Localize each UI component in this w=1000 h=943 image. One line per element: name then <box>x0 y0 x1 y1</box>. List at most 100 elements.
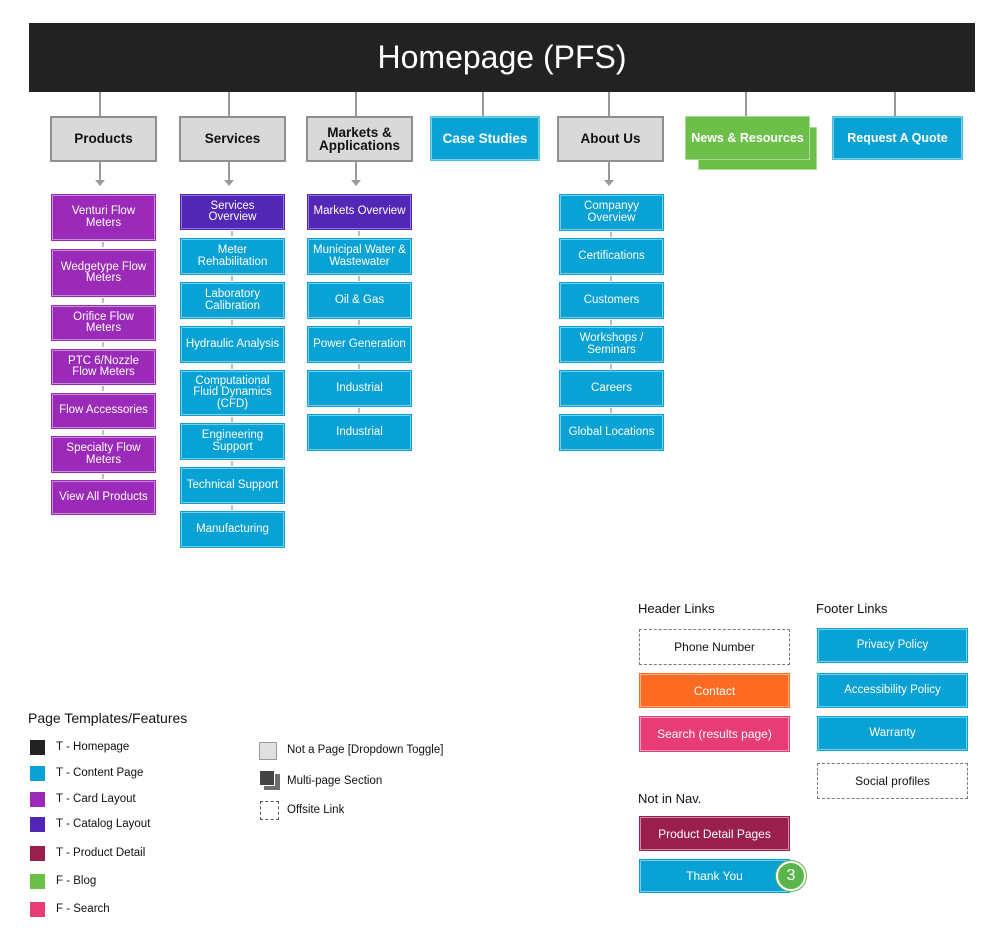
about-item[interactable]: Companyy Overview <box>559 194 664 231</box>
legend-swatch-catalog <box>30 817 45 832</box>
products-item-label: PTC 6/Nozzle Flow Meters <box>68 354 139 378</box>
markets-item[interactable]: Municipal Water & Wastewater <box>307 238 412 275</box>
products-item[interactable]: PTC 6/Nozzle Flow Meters <box>51 349 156 385</box>
multi-page-icon <box>259 770 275 786</box>
about-item[interactable]: Workshops / Seminars <box>559 326 664 363</box>
connector <box>610 408 612 413</box>
legend-label: T - Card Layout <box>56 793 136 805</box>
nav-markets-label: Markets & Applications <box>318 124 400 153</box>
connector <box>610 232 612 237</box>
products-item[interactable]: Orifice Flow Meters <box>51 305 156 341</box>
about-item-label: Global Locations <box>568 425 655 438</box>
about-item[interactable]: Careers <box>559 370 664 407</box>
header-link-phone[interactable]: Phone Number <box>639 629 790 665</box>
arrow-connector <box>608 162 610 182</box>
nav-case-studies[interactable]: Case Studies <box>430 116 540 161</box>
connector <box>102 474 104 479</box>
markets-item[interactable]: Markets Overview <box>307 194 412 230</box>
arrow-head-icon <box>95 180 105 186</box>
connector <box>482 92 484 116</box>
arrow-connector <box>228 162 230 182</box>
markets-item[interactable]: Power Generation <box>307 326 412 363</box>
products-item[interactable]: View All Products <box>51 480 156 515</box>
services-item[interactable]: Manufacturing <box>180 511 285 548</box>
nav-request-quote[interactable]: Request A Quote <box>832 116 963 160</box>
connector <box>231 364 233 369</box>
about-item[interactable]: Certifications <box>559 238 664 275</box>
connector <box>102 386 104 391</box>
services-item[interactable]: Technical Support <box>180 467 285 504</box>
about-item[interactable]: Global Locations <box>559 414 664 451</box>
nav-quote-label: Request A Quote <box>847 130 948 145</box>
markets-item-label: Industrial <box>336 381 383 394</box>
nav-news-resources[interactable]: News & Resources <box>685 116 810 160</box>
about-item[interactable]: Customers <box>559 282 664 319</box>
nav-services-label: Services <box>204 131 261 147</box>
about-item-label: Certifications <box>578 249 645 262</box>
legend-swatch-product-detail <box>30 846 45 861</box>
nav-products[interactable]: Products <box>50 116 157 162</box>
count-badge-label: 3 <box>786 867 796 884</box>
footer-link-warranty[interactable]: Warranty <box>817 716 968 751</box>
legend-title: Page Templates/Features <box>28 710 188 726</box>
connector <box>894 92 896 116</box>
connector <box>358 276 360 281</box>
legend-swatch-content <box>30 766 45 781</box>
footer-links-title: Footer Links <box>816 601 888 616</box>
nav-about[interactable]: About Us <box>557 116 664 162</box>
about-item-label: Careers <box>591 381 632 394</box>
markets-item[interactable]: Industrial <box>307 370 412 407</box>
products-item-label: Specialty Flow Meters <box>66 442 141 466</box>
nav-markets[interactable]: Markets & Applications <box>306 116 413 162</box>
connector <box>102 430 104 435</box>
nav-services[interactable]: Services <box>179 116 286 162</box>
connector <box>231 505 233 510</box>
legend-swatch-homepage <box>30 740 45 755</box>
homepage-title-bar[interactable]: Homepage (PFS) <box>29 23 975 92</box>
arrow-connector <box>355 162 357 182</box>
legend-feature-label: Offsite Link <box>287 804 345 816</box>
connector <box>231 276 233 281</box>
services-item[interactable]: Engineering Support <box>180 423 285 460</box>
markets-item-label: Markets Overview <box>313 205 406 218</box>
services-item[interactable]: Laboratory Calibration <box>180 282 285 319</box>
services-item-label: Meter Rehabilitation <box>197 244 268 268</box>
footer-link-social[interactable]: Social profiles <box>817 763 968 799</box>
footer-link-accessibility[interactable]: Accessibility Policy <box>817 673 968 708</box>
connector <box>358 320 360 325</box>
footer-link-label: Accessibility Policy <box>844 683 941 696</box>
legend-label: T - Catalog Layout <box>56 818 151 830</box>
products-item[interactable]: Flow Accessories <box>51 393 156 429</box>
footer-link-privacy[interactable]: Privacy Policy <box>817 628 968 663</box>
connector <box>231 320 233 325</box>
legend-label: F - Blog <box>56 875 97 887</box>
thank-you-page[interactable]: Thank You <box>639 859 790 893</box>
markets-item[interactable]: Oil & Gas <box>307 282 412 319</box>
markets-item[interactable]: Industrial <box>307 414 412 451</box>
not-in-nav-title: Not in Nav. <box>638 791 702 806</box>
header-link-search[interactable]: Search (results page) <box>639 716 790 752</box>
products-item[interactable]: Specialty Flow Meters <box>51 436 156 473</box>
product-detail-pages[interactable]: Product Detail Pages <box>639 816 790 851</box>
services-item[interactable]: Services Overview <box>180 194 285 230</box>
about-item-label: Workshops / Seminars <box>579 332 644 356</box>
services-item-label: Laboratory Calibration <box>205 288 260 312</box>
footer-link-label: Social profiles <box>855 774 930 788</box>
services-item-label: Manufacturing <box>196 522 269 535</box>
connector <box>610 364 612 369</box>
services-item[interactable]: Meter Rehabilitation <box>180 238 285 275</box>
footer-link-label: Privacy Policy <box>856 638 929 651</box>
legend-label: T - Product Detail <box>56 847 146 859</box>
services-item[interactable]: Computational Fluid Dynamics (CFD) <box>180 370 285 416</box>
products-item[interactable]: Wedgetype Flow Meters <box>51 249 156 297</box>
count-badge: 3 <box>776 861 806 891</box>
connector <box>608 92 610 116</box>
markets-item-label: Industrial <box>336 425 383 438</box>
legend-label: T - Content Page <box>56 767 144 779</box>
not-in-nav-label: Thank You <box>686 869 743 883</box>
arrow-head-icon <box>224 180 234 186</box>
connector <box>99 92 101 116</box>
services-item[interactable]: Hydraulic Analysis <box>180 326 285 363</box>
products-item[interactable]: Venturi Flow Meters <box>51 194 156 241</box>
header-link-contact[interactable]: Contact <box>639 673 790 708</box>
